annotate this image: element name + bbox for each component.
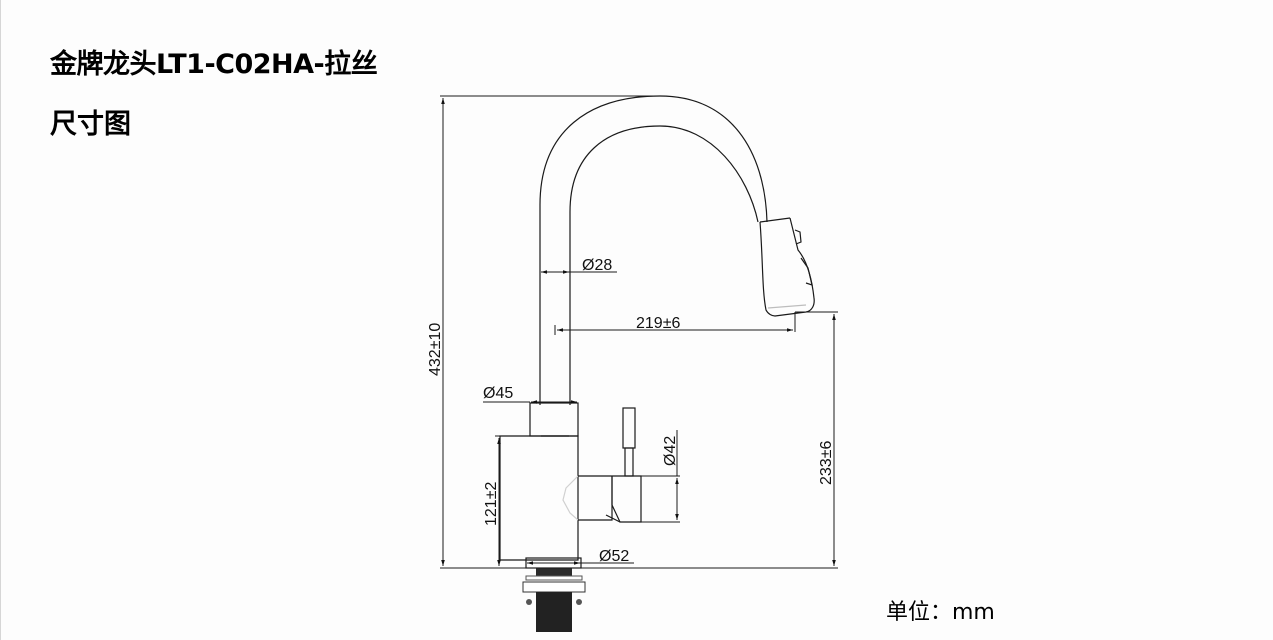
dim-overall-height: 432±10 [427, 323, 444, 376]
dimension-labels: 432±10 121±2 Ø28 Ø45 219±6 233±6 Ø42 Ø52 [427, 257, 835, 565]
mounting-shank [522, 568, 586, 632]
section-title: 尺寸图 [50, 109, 131, 140]
dim-neck-diameter: Ø45 [483, 385, 513, 402]
dim-spout-reach: 219±6 [636, 315, 680, 332]
dim-body-height: 121±2 [483, 482, 500, 526]
product-title: 金牌龙头LT1-C02HA-拉丝 [50, 49, 378, 80]
page-edge-rule [0, 0, 1, 640]
dim-handle-hub-diameter: Ø42 [662, 436, 679, 466]
faucet-outline [499, 95, 815, 569]
unit-label: 单位：mm [886, 600, 995, 625]
dim-base-diameter: Ø52 [599, 548, 629, 565]
dim-spout-tube-diameter: Ø28 [582, 257, 612, 274]
dimension-lines [440, 95, 838, 569]
dim-outlet-height: 233±6 [818, 441, 835, 485]
